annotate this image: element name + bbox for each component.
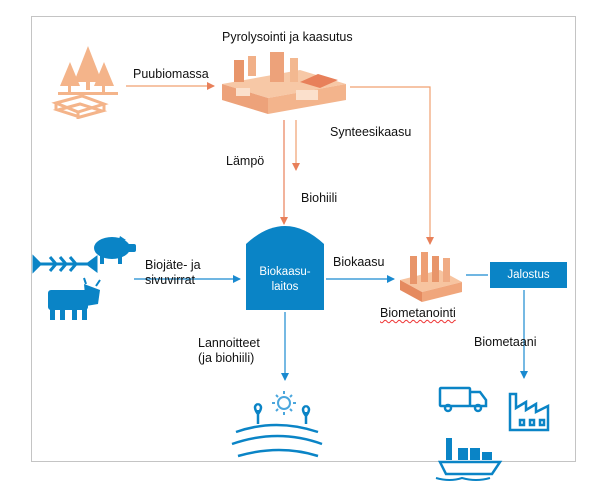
- biogas-plant-shape: [246, 226, 324, 310]
- biomethane-label: Biometaani: [474, 335, 537, 349]
- heat-label: Lämpö: [226, 154, 265, 168]
- biochar-label: Biohiili: [301, 191, 338, 205]
- biogas-plant-label: Biokaasu- laitos: [259, 266, 311, 293]
- truck-icon: [438, 386, 488, 413]
- biowaste-label: Biojäte- ja sivuvirrat: [145, 258, 201, 287]
- wood-biomass-label: Puubiomassa: [133, 67, 209, 81]
- blue-arrows: [134, 274, 528, 381]
- factory-icon: [508, 392, 550, 432]
- methanation-label: Biometanointi: [380, 306, 456, 320]
- biogas-label: Biokaasu: [333, 255, 385, 269]
- refining-label: Jalostus: [507, 269, 550, 281]
- pyrolysis-plant-icon: [222, 52, 346, 114]
- methanation-plant-icon: [400, 252, 462, 302]
- ship-icon: [435, 438, 503, 481]
- trees-icon: [58, 46, 118, 95]
- fertilizers-label: Lannoitteet (ja biohiili): [198, 336, 260, 365]
- refining-box: [490, 262, 567, 288]
- cow-icon: [48, 277, 101, 320]
- arrow-synthesis-gas-top: [350, 86, 431, 168]
- pallet-icon: [51, 94, 109, 119]
- sun-icon: [272, 391, 296, 415]
- pig-icon: [94, 236, 136, 264]
- field-icon: [231, 402, 323, 458]
- synthesis-gas-label: Synteesikaasu: [330, 125, 412, 139]
- fish-icon: [32, 254, 98, 274]
- pyrolysis-label: Pyrolysointi ja kaasutus: [222, 30, 353, 44]
- diagram-frame: [31, 16, 576, 462]
- orange-arrows: [126, 82, 434, 245]
